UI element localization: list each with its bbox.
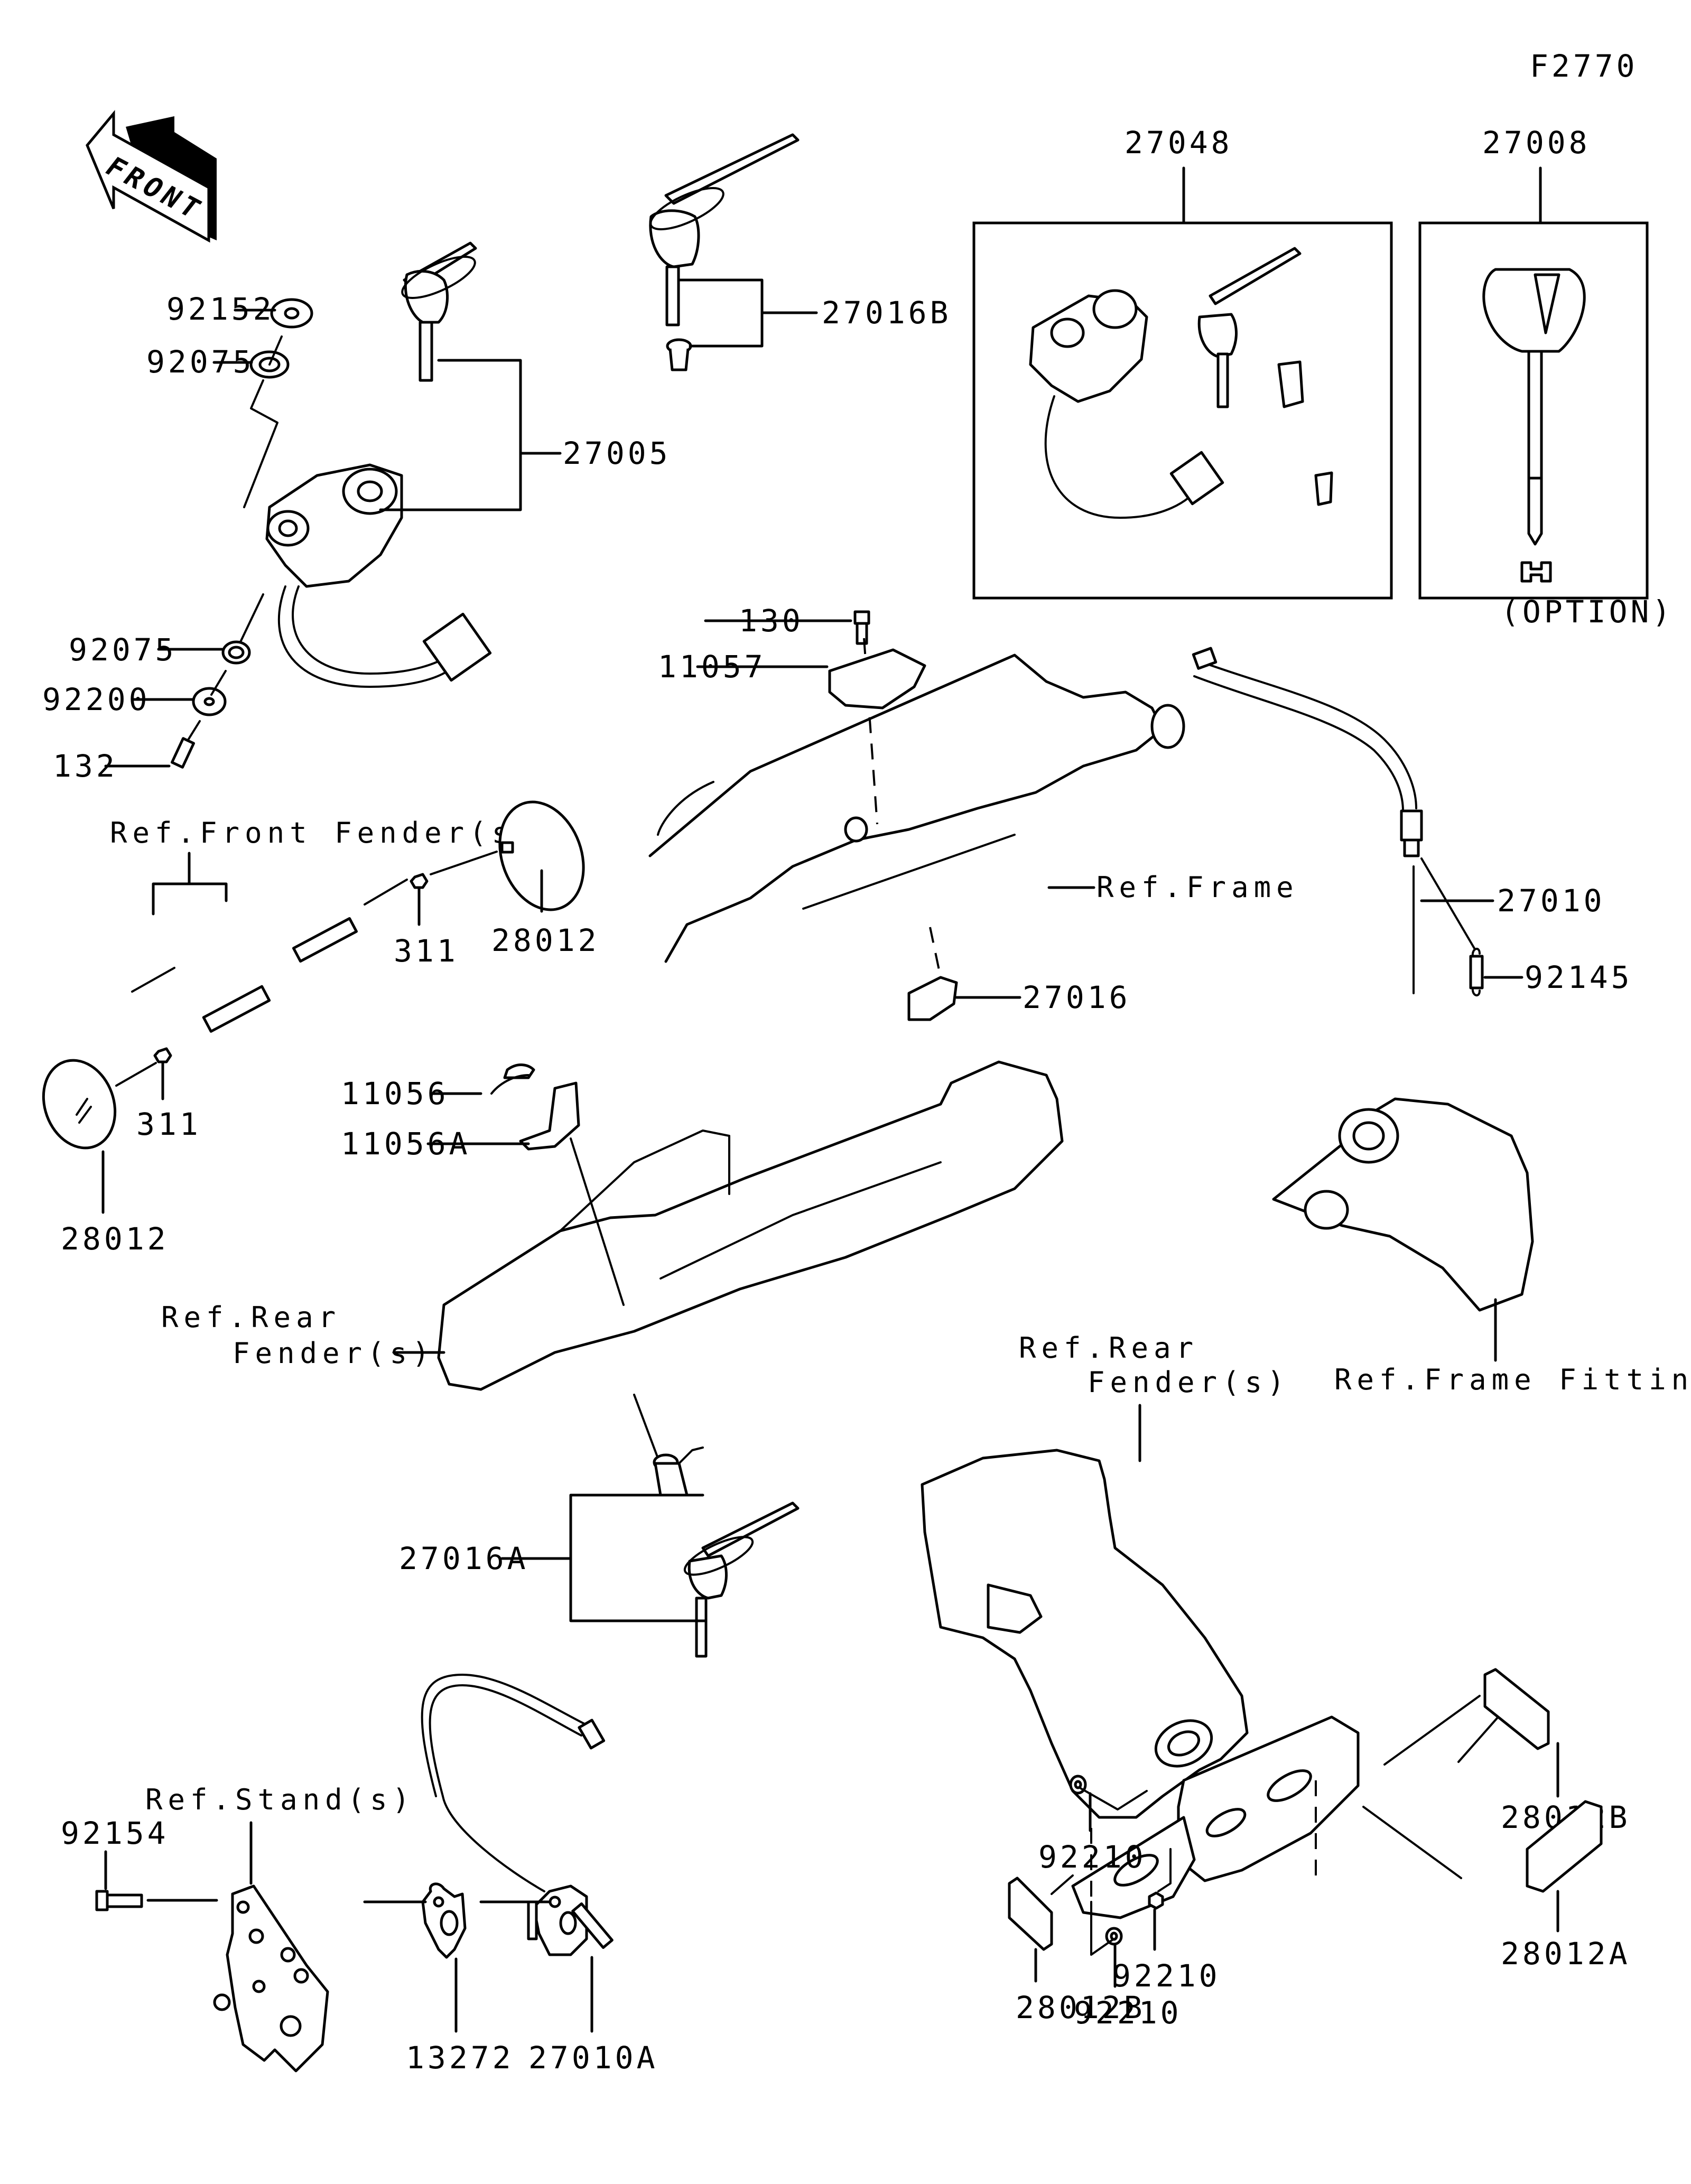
part-11056A-plate [519, 1081, 580, 1151]
label-92075-bottom[interactable]: 92075 [69, 632, 177, 668]
label-311-left[interactable]: 311 [136, 1106, 201, 1142]
part-92075-bottom-washer [221, 640, 251, 665]
label-ref-stand[interactable]: Ref.Stand(s) [145, 1783, 415, 1816]
label-ref-rear-fender-left-1[interactable]: Ref.Rear [161, 1301, 341, 1334]
part-92152-washer [270, 298, 313, 329]
h-key-symbol-icon [1520, 561, 1552, 583]
part-311-nut-left [153, 1047, 172, 1063]
part-27005-keys [401, 241, 477, 382]
part-27016A-keys [683, 1501, 800, 1658]
label-11057[interactable]: 11057 [658, 649, 766, 685]
part-28012-reflector-right [498, 800, 585, 911]
part-28012B-reflector-left [1008, 1877, 1053, 1951]
label-ref-frame[interactable]: Ref.Frame [1097, 871, 1299, 904]
part-28012-reflector-left [42, 1059, 117, 1150]
kit-27048-box [972, 221, 1393, 600]
label-28012A[interactable]: 28012A [1501, 1936, 1631, 1972]
label-28012-left[interactable]: 28012 [61, 1221, 169, 1257]
label-ref-rear-fender-right-1[interactable]: Ref.Rear [1019, 1331, 1198, 1365]
label-92075-top[interactable]: 92075 [146, 344, 255, 380]
part-27016-bracket [907, 976, 958, 1021]
part-92200-washer [192, 687, 227, 716]
label-92152[interactable]: 92152 [166, 291, 275, 327]
part-27005-ignition-switch [265, 463, 492, 688]
part-front-fender-stud-upper [292, 917, 358, 963]
part-132-bolt [170, 737, 196, 769]
rear-fender-right-reference-drawing [921, 1449, 1360, 1919]
label-132[interactable]: 132 [53, 748, 118, 784]
label-92200[interactable]: 92200 [42, 682, 151, 717]
part-311-nut-right [410, 873, 429, 889]
part-92210-nut-b [1148, 1891, 1164, 1910]
stand-reference-drawing [213, 1884, 329, 2073]
part-92145-spring [1469, 948, 1484, 996]
part-27010-switch [1192, 647, 1423, 857]
label-27016[interactable]: 27016 [1023, 979, 1131, 1015]
label-92145[interactable]: 92145 [1525, 959, 1633, 995]
label-92210-b[interactable]: 92210 [1112, 1958, 1221, 1994]
label-27016A[interactable]: 27016A [399, 1541, 529, 1576]
part-130-bolt [853, 610, 870, 645]
label-92210-c[interactable]: 92210 [1074, 1995, 1182, 2031]
label-27016B[interactable]: 27016B [822, 295, 952, 331]
part-27016B-cap [666, 338, 692, 371]
label-11056A[interactable]: 11056A [341, 1126, 471, 1162]
label-27010A[interactable]: 27010A [528, 2040, 658, 2076]
label-130[interactable]: 130 [739, 603, 804, 639]
rear-fender-reference-drawing [437, 1060, 1064, 1391]
part-27016B-keys [649, 133, 800, 326]
option-note: (OPTION) [1501, 594, 1674, 630]
kit-27008-box [1418, 221, 1649, 600]
part-28012B-reflector-right [1483, 1668, 1550, 1750]
part-11057-bracket [828, 648, 926, 710]
label-28012B-left[interactable]: 28012B [1016, 1990, 1146, 2026]
label-ref-rear-fender-left-2[interactable]: Fender(s) [233, 1337, 435, 1370]
part-13272-plate [421, 1882, 467, 1959]
label-92210-a[interactable]: 92210 [1038, 1839, 1147, 1875]
frame-fittings-reference-drawing [1272, 865, 1534, 1312]
label-13272[interactable]: 13272 [406, 2040, 514, 2076]
part-27008-blank-key [1482, 268, 1586, 546]
label-ref-frame-fittings[interactable]: Ref.Frame Fittings [1334, 1363, 1691, 1396]
label-27005[interactable]: 27005 [563, 435, 671, 471]
part-28012A-reflector [1526, 1800, 1603, 1893]
part-11056-clip [490, 1063, 535, 1095]
part-front-fender-stud-lower [202, 985, 271, 1033]
label-92154[interactable]: 92154 [61, 1815, 169, 1851]
label-ref-rear-fender-right-2[interactable]: Fender(s) [1088, 1366, 1290, 1399]
label-311-right[interactable]: 311 [394, 933, 459, 969]
front-arrow-icon: FRONT [86, 110, 217, 243]
label-27048[interactable]: 27048 [1125, 125, 1233, 161]
frame-reference-drawing [648, 654, 1185, 963]
label-28012-right[interactable]: 28012 [491, 922, 600, 958]
part-27016A-lock-cylinder [653, 1446, 704, 1497]
part-92154-bolt [95, 1890, 143, 1911]
label-ref-front-fender[interactable]: Ref.Front Fender(s) [110, 816, 537, 850]
label-27010[interactable]: 27010 [1497, 883, 1605, 919]
label-27008[interactable]: 27008 [1482, 125, 1591, 161]
figure-code: F2770 [1530, 48, 1638, 84]
label-11056[interactable]: 11056 [341, 1076, 449, 1112]
part-27048-kit-contents [1029, 247, 1333, 519]
